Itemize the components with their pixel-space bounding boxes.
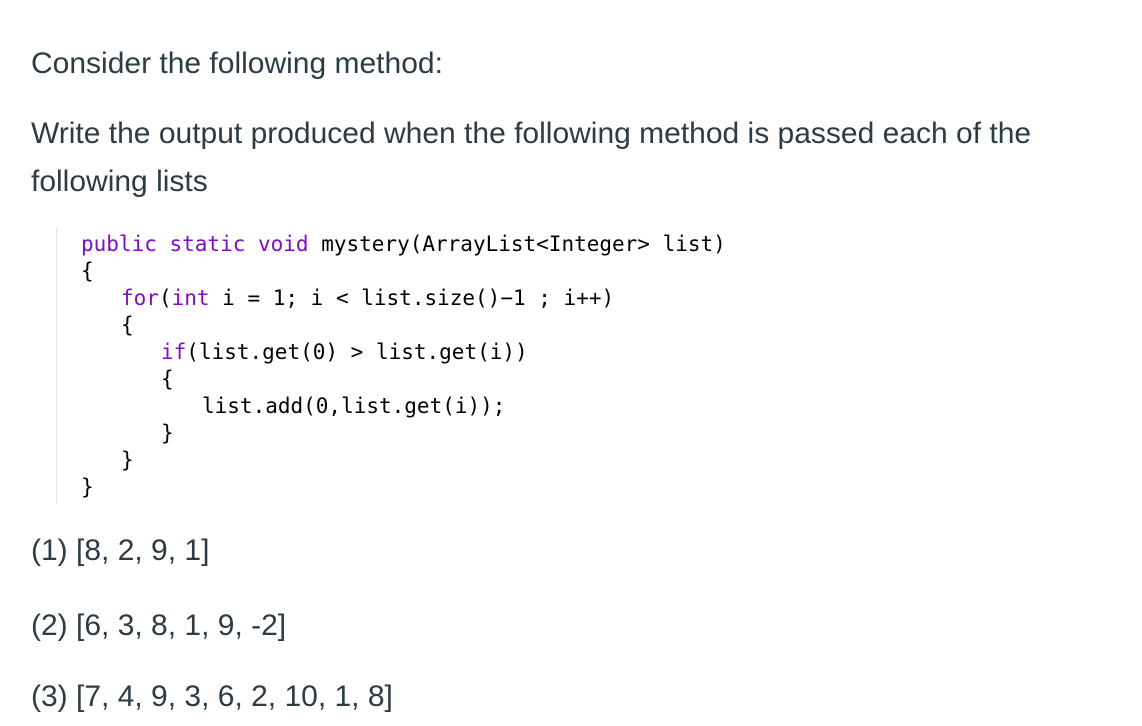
code-line-7: list.add(0,list.get(i)); — [202, 394, 506, 418]
code-text: ( — [158, 286, 172, 310]
code-keyword: int — [171, 286, 210, 310]
code-keyword: public static void — [81, 232, 309, 256]
code-line-4: { — [121, 313, 134, 337]
code-line-5: if(list.get(0) > list.get(i)) — [161, 338, 528, 366]
code-line-6: { — [161, 367, 174, 391]
code-line-1: public static void mystery(ArrayList<Int… — [81, 230, 726, 258]
code-line-3: for(int i = 1; i < list.size()−1 ; i++) — [121, 284, 614, 312]
code-line-2: { — [81, 259, 94, 283]
intro-text: Consider the following method: — [31, 47, 443, 80]
code-line-9: } — [121, 448, 134, 472]
question-text: Write the output produced when the follo… — [31, 117, 1032, 198]
code-line-8: } — [161, 421, 174, 445]
code-keyword: if — [161, 340, 187, 364]
code-text: mystery(ArrayList<Integer> list) — [308, 232, 726, 256]
code-keyword: for — [121, 286, 159, 310]
code-text: i = 1; i < list.size()−1 ; i++) — [209, 286, 615, 310]
list-item-1: (1) [8, 2, 9, 1] — [31, 534, 210, 567]
list-item-2: (2) [6, 3, 8, 1, 9, -2] — [31, 609, 287, 642]
code-line-10: } — [81, 475, 94, 499]
list-item-3: (3) [7, 4, 9, 3, 6, 2, 10, 1, 8] — [31, 680, 393, 713]
code-text: (list.get(0) > list.get(i)) — [186, 340, 528, 364]
code-block: public static void mystery(ArrayList<Int… — [56, 228, 797, 504]
